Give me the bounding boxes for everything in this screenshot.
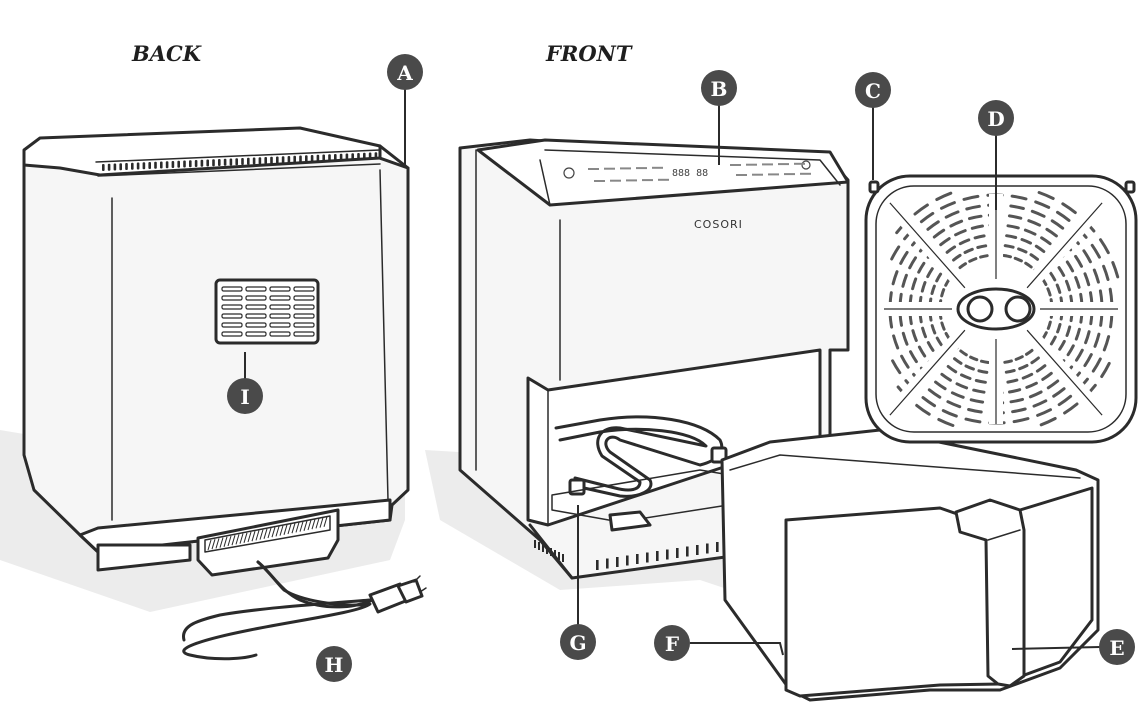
rear-air-outlet: [214, 278, 320, 345]
front-base-vents: [534, 540, 729, 570]
svg-text:C: C: [865, 79, 881, 103]
callout-F: F: [654, 625, 690, 661]
power-cord-socket: [196, 508, 340, 577]
svg-text:B: B: [711, 77, 728, 101]
callout-D: D: [978, 100, 1014, 136]
basket-handle: [954, 498, 1026, 688]
back-top-lid: [22, 126, 382, 177]
svg-text:G: G: [569, 631, 586, 655]
front-view-title: FRONT: [545, 41, 633, 66]
back-view: BACK: [0, 41, 427, 682]
callout-I: I: [227, 378, 263, 414]
power-plug: [368, 575, 427, 614]
svg-text:A: A: [396, 61, 413, 85]
svg-text:D: D: [987, 107, 1004, 131]
heating-element: [554, 415, 728, 498]
svg-text:H: H: [325, 653, 344, 677]
callout-A: A: [387, 54, 423, 90]
control-panel-buttons: [563, 160, 811, 182]
svg-text:F: F: [665, 632, 679, 656]
callout-E: E: [1099, 629, 1135, 665]
back-view-title: BACK: [131, 41, 202, 66]
svg-text:I: I: [240, 385, 249, 409]
brand-logo: COSORI: [694, 218, 743, 231]
basket-front-face: [784, 486, 1094, 698]
rear-air-outlet-slots: [221, 286, 315, 337]
front-view: FRONT 888 88 COSORI: [425, 41, 1138, 702]
callout-G: G: [560, 624, 596, 660]
control-panel: [476, 138, 850, 207]
crisper-plate-detached: [864, 174, 1138, 444]
control-panel-display: 888 88: [672, 168, 708, 179]
callout-C: C: [855, 72, 891, 108]
callout-B: B: [701, 70, 737, 106]
callout-H: H: [316, 646, 352, 682]
top-vent-strip: [102, 152, 378, 171]
svg-text:E: E: [1109, 636, 1124, 660]
